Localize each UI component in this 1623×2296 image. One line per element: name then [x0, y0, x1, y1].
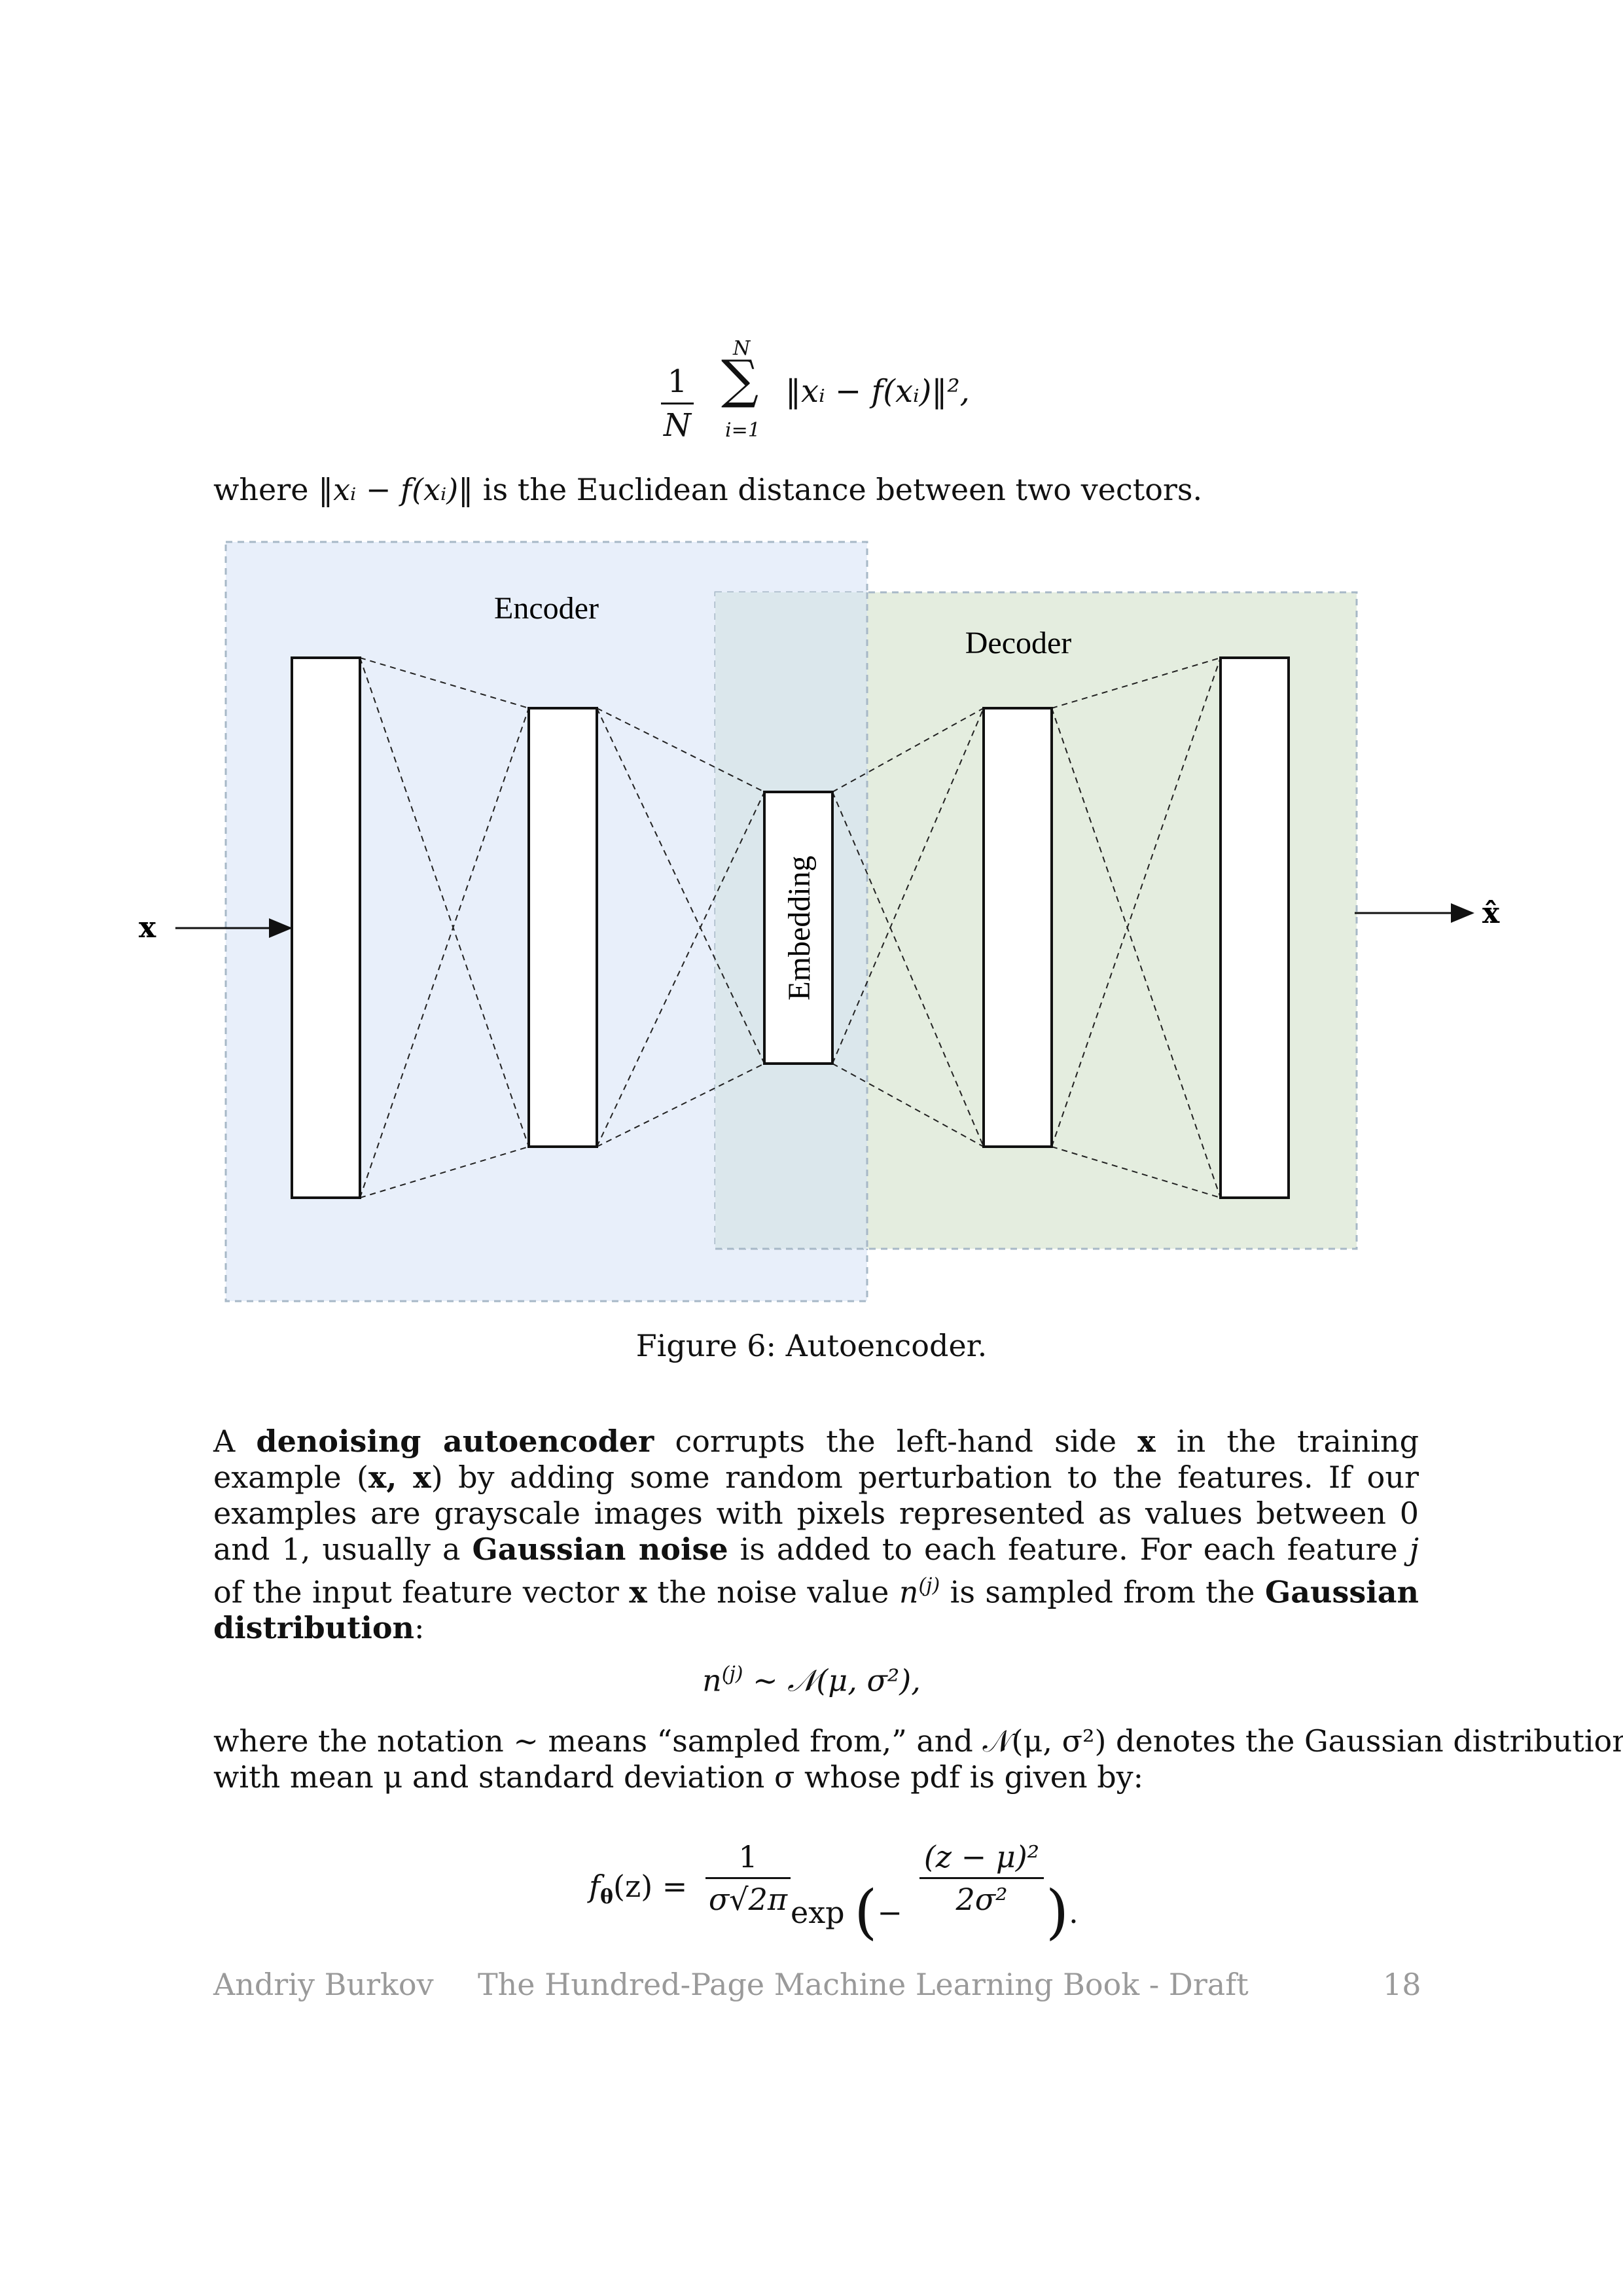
paragraph-notation-line2: with mean μ and standard deviation σ who…: [213, 1759, 1144, 1795]
decoder-hidden-layer: [982, 707, 1053, 1148]
equation-fraction: 1 N: [661, 363, 694, 444]
footer-author: Andriy Burkov: [213, 1967, 434, 2002]
autoencoder-diagram: x x̂ Encoder Decoder Embedding: [139, 541, 1500, 1302]
connection-lines: [359, 657, 1221, 1198]
term-denoising-autoencoder: denoising autoencoder: [256, 1424, 654, 1459]
sum-upper-limit: N: [733, 337, 751, 360]
decoder-output-layer: [1219, 656, 1290, 1199]
embedding-layer: [763, 791, 834, 1065]
equation-mse: 1 N N ∑ i=1 ‖xᵢ − f(xᵢ)‖²,: [661, 337, 1001, 452]
line-where-distance: where ‖xᵢ − f(xᵢ)‖ is the Euclidean dist…: [213, 471, 1202, 508]
output-label: x̂: [1482, 897, 1500, 930]
encoder-label: Encoder: [494, 591, 599, 626]
footer-page-number: 18: [1383, 1967, 1421, 2002]
sum-lower-limit: i=1: [725, 419, 760, 442]
decoder-label: Decoder: [965, 626, 1072, 660]
paragraph-notation-line1: where the notation ∼ means “sampled from…: [213, 1723, 1623, 1759]
pdf-fraction-1: 1 σ√2π: [705, 1839, 791, 1917]
equation-noise: n(j) ∼ 𝒩(μ, σ²),: [702, 1662, 921, 1698]
term-gaussian-distribution: Gaussian distribution: [213, 1574, 1419, 1646]
fraction-denominator: N: [664, 407, 691, 444]
equation-body: ‖xᵢ − f(xᵢ)‖²,: [785, 373, 970, 410]
text-suffix: is the Euclidean distance between two ve…: [473, 472, 1203, 507]
encoder-hidden-layer: [527, 707, 598, 1148]
footer-book-title: The Hundred-Page Machine Learning Book -…: [478, 1967, 1249, 2002]
fraction-numerator: 1: [667, 363, 688, 400]
text-prefix: where: [213, 472, 319, 507]
term-gaussian-noise: Gaussian noise: [472, 1532, 728, 1567]
inline-math: ‖xᵢ − f(xᵢ)‖: [318, 472, 474, 507]
encoder-input-layer: [291, 656, 361, 1199]
input-label: x: [139, 911, 156, 944]
equation-pdf: fθ(z) = 1 σ√2π exp (− (z − μ)² 2σ² ).: [589, 1839, 1079, 1946]
sum-symbol: ∑: [721, 349, 759, 410]
pdf-fraction-2: (z − μ)² 2σ²: [919, 1839, 1044, 1917]
figure-caption: Figure 6: Autoencoder.: [635, 1328, 988, 1363]
embedding-label: Embedding: [782, 855, 817, 1000]
paragraph-denoising: A denoising autoencoder corrupts the lef…: [213, 1424, 1419, 1646]
